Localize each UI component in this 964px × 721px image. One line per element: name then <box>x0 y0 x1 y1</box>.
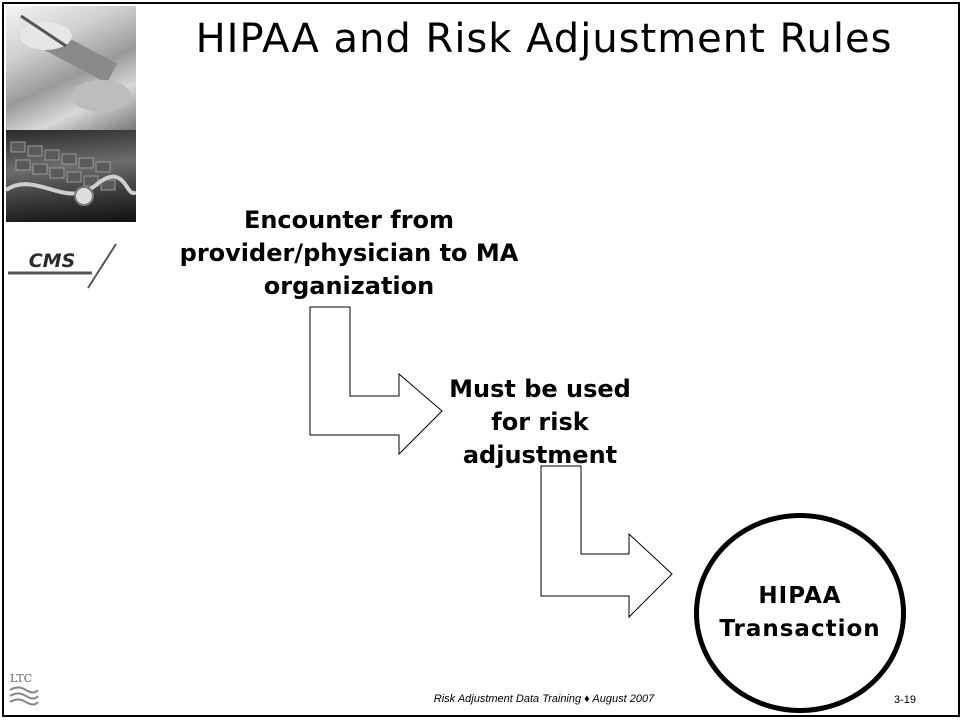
flow-arrow-2 <box>540 465 673 619</box>
flow-arrow-1 <box>309 306 443 456</box>
hipaa-transaction-circle: HIPAA Transaction <box>694 513 906 713</box>
slide-title: HIPAA and Risk Adjustment Rules <box>195 16 893 62</box>
cms-logo-text: CMS <box>29 250 76 272</box>
flow-arrows <box>309 306 673 619</box>
hipaa-transaction-text: HIPAA Transaction <box>719 583 881 642</box>
cms-logo: CMS <box>8 243 117 289</box>
stethoscope-keyboard-photo <box>6 130 136 222</box>
risk-adjustment-step-text: Must be used for risk adjustment <box>449 375 631 469</box>
ltc-logo: LTC <box>9 672 39 706</box>
footer-text: Risk Adjustment Data Training ♦ August 2… <box>433 693 655 705</box>
encounter-step-text: Encounter from provider/physician to MA … <box>179 206 519 300</box>
medical-hands-photo <box>6 6 136 130</box>
ltc-logo-text: LTC <box>10 672 32 685</box>
page-number: 3-19 <box>894 694 917 706</box>
